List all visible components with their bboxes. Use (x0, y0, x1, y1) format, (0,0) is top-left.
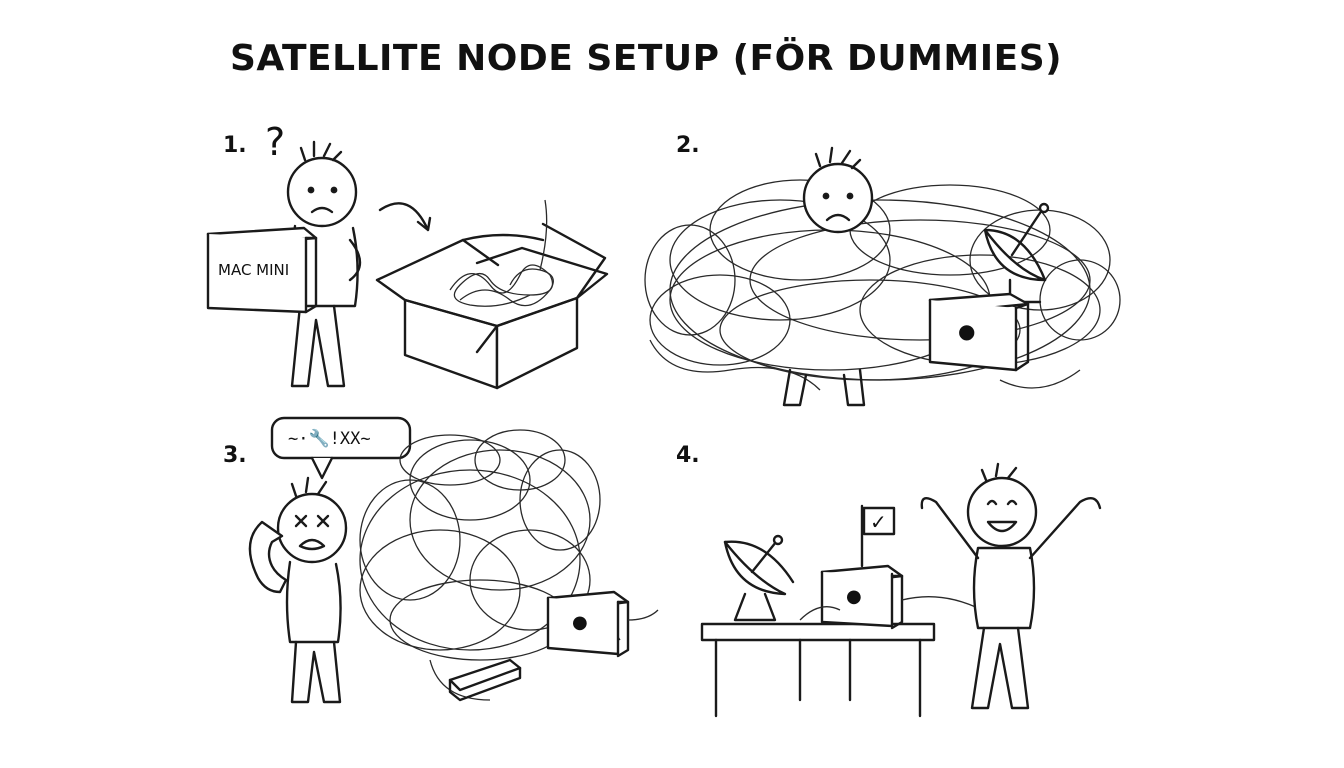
panel-number: 4. (676, 443, 700, 468)
speech-bubble (270, 416, 412, 480)
frustrated-person (276, 476, 348, 704)
phone-icon (248, 520, 288, 594)
open-cardboard-box (375, 222, 609, 390)
panel-number: 2. (676, 133, 700, 158)
apple-logo-icon: ● (572, 612, 588, 633)
mac-mini-device (928, 292, 1030, 372)
question-mark: ? (265, 120, 286, 164)
box-label: MAC MINI (218, 261, 289, 279)
mac-mini-device (820, 564, 904, 630)
panel-number: 1. (223, 133, 247, 158)
page-title: SATELLITE NODE SETUP (FÖR DUMMIES) (230, 38, 1063, 79)
confused-person (286, 140, 362, 388)
stressed-person (782, 146, 874, 407)
checkmark-flag-icon (860, 504, 896, 568)
flag-mark: ✓ (870, 510, 887, 534)
apple-logo-icon: ● (958, 319, 975, 343)
power-strip-icon (448, 658, 522, 702)
apple-logo-icon: ● (846, 586, 862, 607)
tangled-cables (449, 199, 554, 307)
mac-mini-device (546, 590, 630, 658)
satellite-dish-icon (723, 534, 795, 622)
speech-text: ~·🔧!XX~ (288, 428, 371, 449)
happy-person (920, 462, 1102, 710)
mac-mini-box (206, 226, 318, 314)
table (700, 622, 936, 718)
panel-number: 3. (223, 443, 247, 468)
arrow-icon (378, 202, 432, 232)
